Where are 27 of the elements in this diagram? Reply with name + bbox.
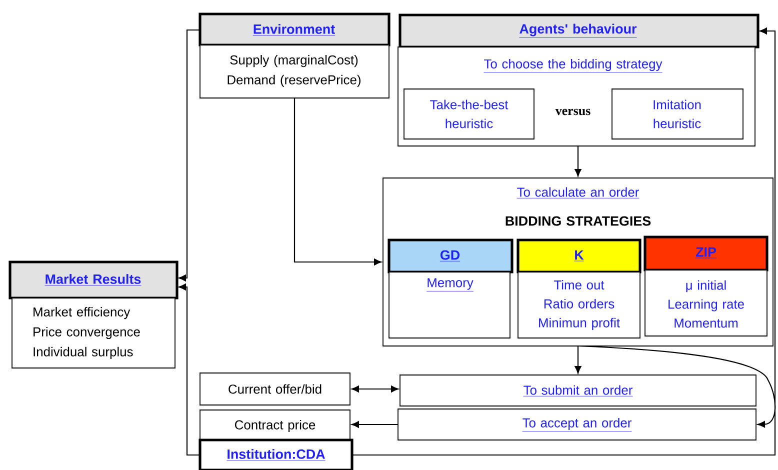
arrow: [178, 284, 200, 456]
arrow: [578, 345, 776, 428]
strategy-box: K Time out Ratio orders Minimun profit: [516, 238, 642, 338]
node-label: ZIP: [696, 247, 716, 257]
arrow: [352, 421, 398, 428]
node-label: Market Results: [46, 274, 141, 284]
process-box: Take-the-best heuristic: [404, 88, 534, 140]
arrow: [574, 346, 582, 374]
node-label: GD: [440, 250, 460, 260]
arrow: [294, 98, 382, 266]
strategy-box: GD Memory: [388, 238, 514, 338]
arrow: [178, 29, 200, 282]
node-label: Environment: [254, 24, 335, 34]
node-label: K: [575, 250, 584, 260]
process-box: To submit an order: [400, 374, 756, 406]
node-label: Agents' behaviour: [520, 24, 637, 36]
process-box: Contract price: [200, 410, 350, 440]
process-box: To accept an order: [398, 408, 756, 440]
strategy-box: ZIP μ initial Learning rate Momentum: [644, 236, 768, 336]
process-box: Current offer/bid: [200, 372, 350, 406]
arrow: [352, 28, 776, 456]
arrow: [574, 146, 582, 176]
titled-box: Institution:CDA: [198, 438, 354, 470]
titled-box: Market Results Market efficiency Price convergence Individual surplus: [8, 260, 178, 368]
arrow: [352, 386, 398, 392]
process-box: Imitation heuristic: [612, 88, 744, 140]
titled-box: Environment Supply (marginalCost) Demand (reservePrice): [198, 12, 390, 98]
